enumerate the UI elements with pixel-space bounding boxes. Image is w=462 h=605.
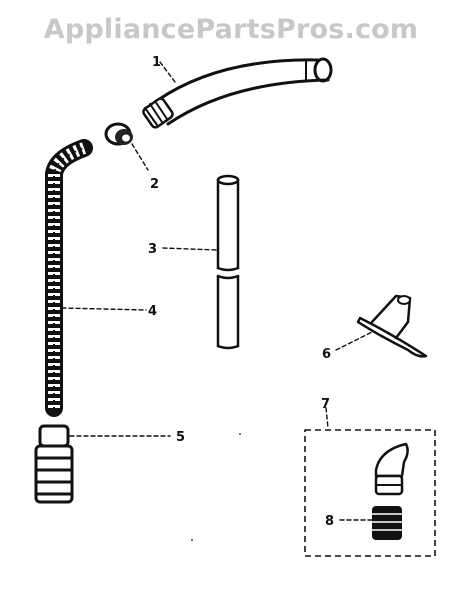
callout-8: 8	[325, 514, 334, 529]
scan-speck	[191, 539, 193, 541]
part-5-hose-cuff	[34, 424, 74, 504]
callout-2: 2	[150, 177, 159, 192]
part-1-threaded-end	[142, 97, 174, 129]
callout-4: 4	[148, 304, 157, 319]
part-2-coupling	[104, 122, 133, 146]
scan-speck	[239, 433, 241, 435]
callout-1: 1	[152, 55, 161, 70]
part-1-curved-wand	[142, 57, 333, 129]
callout-3: 3	[148, 242, 157, 257]
watermark-text: AppliancePartsPros.com	[43, 14, 419, 45]
part-8-brush	[372, 506, 402, 540]
part-4-flexible-hose	[45, 139, 93, 417]
leader-lines	[61, 61, 373, 521]
part-7-crevice-tool	[374, 442, 409, 496]
callout-6: 6	[322, 347, 331, 362]
part-7-kit-box	[304, 429, 436, 557]
part-3-straight-wand	[216, 174, 240, 350]
part-6-upholstery-nozzle	[356, 294, 428, 358]
callout-7: 7	[321, 397, 330, 412]
callout-5: 5	[176, 430, 185, 445]
